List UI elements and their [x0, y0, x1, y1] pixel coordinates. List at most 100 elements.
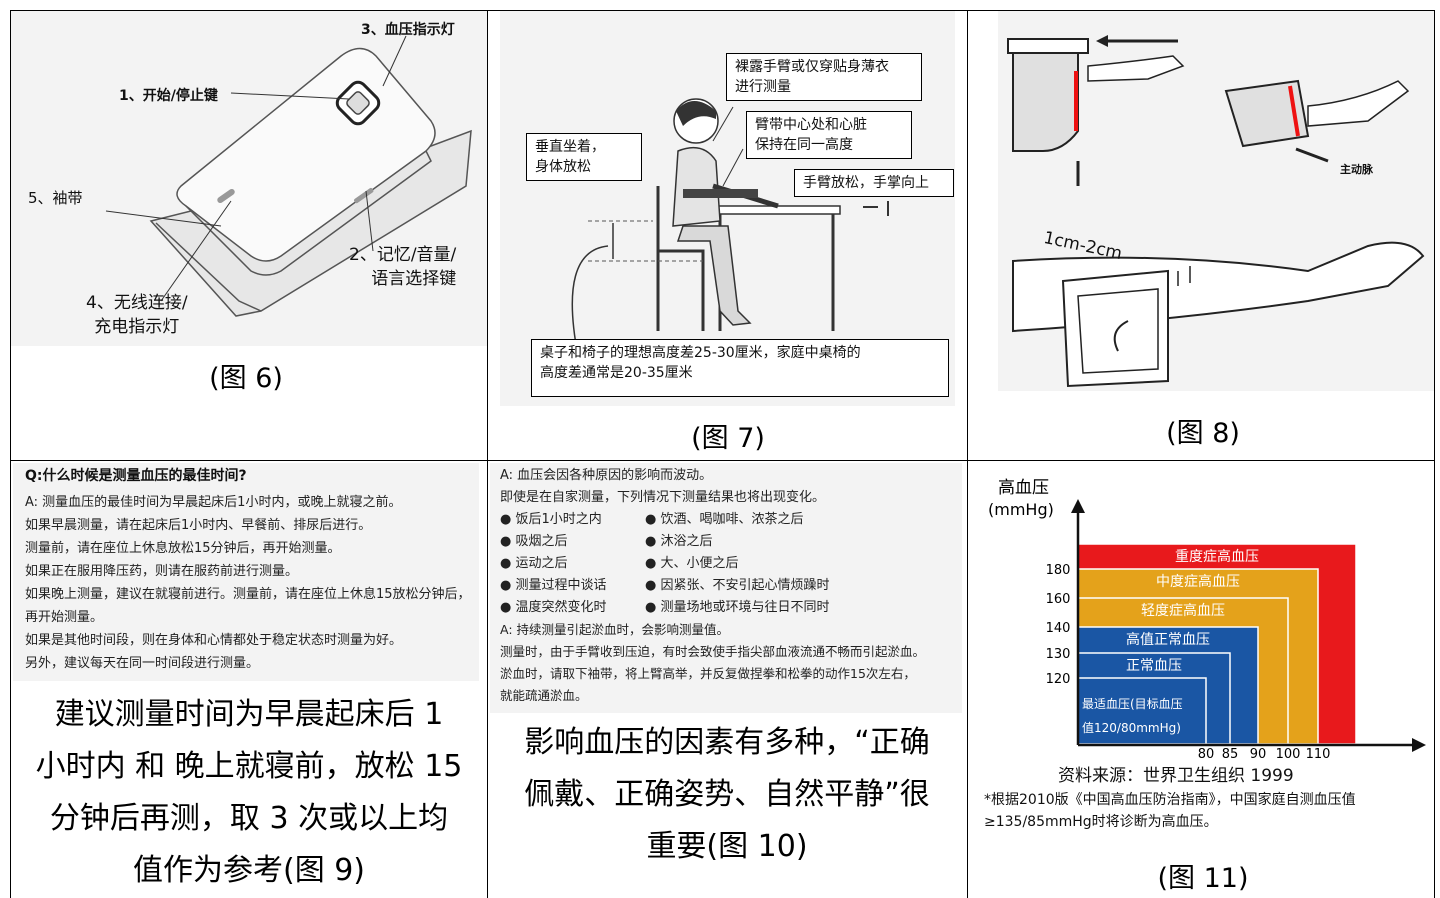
label-memory-key: 2、记忆/音量/ 语言选择键	[349, 243, 456, 291]
y-tick-label: 130	[1046, 647, 1071, 662]
fig9-line: 如果早晨测量，请在起床后1小时内、早餐前、排尿后进行。	[25, 518, 372, 533]
fig7-cell: 裸露手臂或仅穿贴身薄衣 进行测量 臂带中心处和心脏 保持在同一高度 手臂放松，手…	[488, 11, 967, 460]
y-tick-label: 120	[1046, 672, 1071, 687]
fig9-line: 再开始测量。	[25, 610, 104, 625]
note-arm-relax: 手臂放松，手掌向上	[794, 169, 954, 197]
fig10-bullets-left: ● 饭后1小时之内 ● 吸烟之后 ● 运动之后 ● 测量过程中谈话 ● 温度突然…	[500, 509, 640, 619]
fig9-caption: 建议测量时间为早晨起床后 1 小时内 和 晚上就寝前，放松 15 分钟后再测，取…	[16, 689, 482, 897]
grid-line-col1	[487, 10, 488, 898]
fig9-line: 如果正在服用降压药，则请在服药前进行测量。	[25, 564, 299, 579]
note-cuff-heart-line1: 臂带中心处和心脏	[755, 117, 867, 133]
label-wireless-line1: 4、无线连接/	[86, 293, 188, 313]
bp-category-label: 高值正常血压	[1126, 631, 1210, 648]
fig9-caption-line: 分钟后再测，取 3 次或以上均	[49, 801, 449, 836]
fig10-bullet: ● 吸烟之后	[500, 534, 568, 549]
fig9-question: Q:什么时候是测量血压的最佳时间?	[25, 468, 247, 484]
note-sit-upright: 垂直坐着， 身体放松	[526, 133, 642, 181]
bp-category-label: 中度症高血压	[1156, 573, 1240, 590]
fig10-outro-line: 淤血时，请取下袖带，将上臂高举，并反复做捏拳和松拳的动作15次左右，	[500, 666, 916, 681]
fig10-caption: 影响血压的因素有多种，“正确 佩戴、正确姿势、自然平静”很 重要(图 10)	[490, 717, 964, 873]
fig10-bullet: ● 因紧张、不安引起心情烦躁时	[645, 578, 830, 593]
fig10-caption-line: 影响血压的因素有多种，“正确	[524, 725, 930, 760]
note-bare-arm-line1: 裸露手臂或仅穿贴身薄衣	[735, 59, 889, 75]
label-wireless-light: 4、无线连接/ 充电指示灯	[86, 291, 188, 339]
fig9-answer: A: 测量血压的最佳时间为早晨起床后1小时内，或晚上就寝之前。 如果早晨测量，请…	[25, 491, 475, 675]
fig6-caption: (图 6)	[209, 363, 283, 394]
chart-note-line2: ≥135/85mmHg时将诊断为高血压。	[984, 814, 1218, 830]
fig10-bullet: ● 饮酒、喝咖啡、浓茶之后	[645, 512, 804, 527]
x-axis-arrow	[1412, 738, 1426, 752]
chart-note: *根据2010版《中国高血压防治指南》，中国家庭自测血压值 ≥135/85mmH…	[984, 789, 1356, 833]
fig10-bullet: ● 饭后1小时之内	[500, 512, 602, 527]
label-start-stop: 1、开始/停止键	[119, 88, 218, 104]
fig10-outro-line: 就能疏通淤血。	[500, 688, 588, 703]
fig10-bullet: ● 温度突然变化时	[500, 600, 607, 615]
x-tick-label: 100	[1276, 747, 1301, 762]
fig10-cell: A: 血压会因各种原因的影响而波动。 即使是在自家测量，下列情况下测量结果也将出…	[488, 461, 967, 898]
note-bare-arm-line2: 进行测量	[735, 79, 791, 95]
note-cuff-heart-line2: 保持在同一高度	[755, 137, 853, 153]
y-axis-arrow	[1071, 499, 1085, 513]
x-tick-label: 90	[1250, 747, 1267, 762]
grid-line-top	[10, 10, 1435, 11]
fig9-line: 另外，建议每天在同一时间段进行测量。	[25, 656, 260, 671]
fig9-line: 测量前，请在座位上休息放松15分钟后，再开始测量。	[25, 541, 341, 556]
fig6-cell: 1、开始/停止键 3、血压指示灯 5、袖带 2、记忆/音量/ 语言选择键 4、无…	[11, 11, 487, 460]
fig9-caption-line: 建议测量时间为早晨起床后 1	[54, 697, 444, 732]
device-illustration	[11, 11, 487, 346]
y-tick-label: 160	[1046, 592, 1071, 607]
grid-line-left	[10, 10, 11, 898]
grid-line-col2	[967, 10, 968, 898]
fig10-bullet: ● 测量场地或环境与往日不同时	[645, 600, 830, 615]
fig8-caption: (图 8)	[1166, 418, 1240, 449]
fig10-bullet: ● 沐浴之后	[645, 534, 713, 549]
x-tick-label: 80	[1198, 747, 1215, 762]
fig10-outro: A: 持续测量引起淤血时，会影响测量值。 测量时，由于手臂收到压迫，有时会致使手…	[500, 619, 967, 707]
fig10-bullet: ● 测量过程中谈话	[500, 578, 607, 593]
fig9-text-panel: Q:什么时候是测量血压的最佳时间? A: 测量血压的最佳时间为早晨起床后1小时内…	[13, 463, 479, 681]
cuff-fitting-illustration	[998, 11, 1434, 391]
fig9-caption-line: 值作为参考(图 9)	[132, 853, 366, 888]
label-memory-key-line1: 2、记忆/音量/	[349, 245, 457, 265]
figure-grid: 1、开始/停止键 3、血压指示灯 5、袖带 2、记忆/音量/ 语言选择键 4、无…	[10, 10, 1435, 898]
fig8-cell: 主动脉 1cm-2cm (图 8)	[968, 11, 1434, 460]
chart-note-line1: *根据2010版《中国高血压防治指南》，中国家庭自测血压值	[984, 792, 1356, 808]
fig10-outro-line: A: 持续测量引起淤血时，会影响测量值。	[500, 622, 730, 637]
fig9-line: A: 测量血压的最佳时间为早晨起床后1小时内，或晚上就寝之前。	[25, 495, 402, 510]
fig10-bullet: ● 大、小便之后	[645, 556, 739, 571]
fig11-cell: 重度症高血压中度症高血压轻度症高血压高值正常血压正常血压最适血压(目标血压值12…	[968, 461, 1434, 898]
fig10-caption-line: 佩戴、正确姿势、自然平静”很	[524, 777, 930, 812]
bp-classification-chart: 重度症高血压中度症高血压轻度症高血压高值正常血压正常血压最适血压(目标血压值12…	[988, 478, 1426, 762]
note-bare-arm: 裸露手臂或仅穿贴身薄衣 进行测量	[726, 53, 922, 101]
fig10-outro-line: 测量时，由于手臂收到压迫，有时会致使手指尖部血液流通不畅而引起淤血。	[500, 644, 926, 659]
fig10-intro-line: 即使是在自家测量，下列情况下测量结果也将出现变化。	[500, 490, 826, 505]
y-axis-title: 高血压	[998, 478, 1049, 498]
label-artery: 主动脉	[1340, 163, 1373, 176]
bp-category-label: 值120/80mmHg)	[1082, 720, 1181, 735]
y-tick-label: 140	[1046, 621, 1071, 636]
bp-category-label: 正常血压	[1126, 658, 1182, 674]
fig10-bullets-right: ● 饮酒、喝咖啡、浓茶之后 ● 沐浴之后 ● 大、小便之后 ● 因紧张、不安引起…	[645, 509, 955, 619]
y-tick-label: 180	[1046, 563, 1071, 578]
label-wireless-line2: 充电指示灯	[94, 317, 180, 337]
fig9-line: 如果是其他时间段，则在身体和心情都处于稳定状态时测量为好。	[25, 633, 403, 648]
note-cuff-heart: 臂带中心处和心脏 保持在同一高度	[746, 111, 912, 159]
grid-line-right	[1434, 10, 1435, 898]
grid-line-middle	[10, 460, 1435, 461]
note-table-height-line1: 桌子和椅子的理想高度差25-30厘米，家庭中桌椅的	[540, 345, 861, 361]
bp-category-label: 轻度症高血压	[1141, 602, 1225, 619]
fig9-caption-line: 小时内 和 晚上就寝前，放松 15	[35, 749, 463, 784]
label-cuff: 5、袖带	[28, 189, 83, 207]
bp-category-label: 重度症高血压	[1175, 548, 1259, 565]
note-sit-upright-line1: 垂直坐着，	[535, 139, 605, 155]
x-tick-label: 85	[1222, 747, 1239, 762]
fig10-intro-line: A: 血压会因各种原因的影响而波动。	[500, 468, 713, 483]
chart-source: 资料来源：世界卫生组织 1999	[1058, 766, 1294, 786]
bp-category-region	[1077, 677, 1207, 745]
label-indicator-light: 3、血压指示灯	[361, 22, 455, 38]
fig9-cell: Q:什么时候是测量血压的最佳时间? A: 测量血压的最佳时间为早晨起床后1小时内…	[11, 461, 487, 898]
fig7-caption: (图 7)	[691, 423, 765, 454]
bp-category-label: 最适血压(目标血压	[1082, 697, 1183, 711]
x-tick-label: 110	[1306, 747, 1331, 762]
note-sit-upright-line2: 身体放松	[535, 159, 591, 175]
